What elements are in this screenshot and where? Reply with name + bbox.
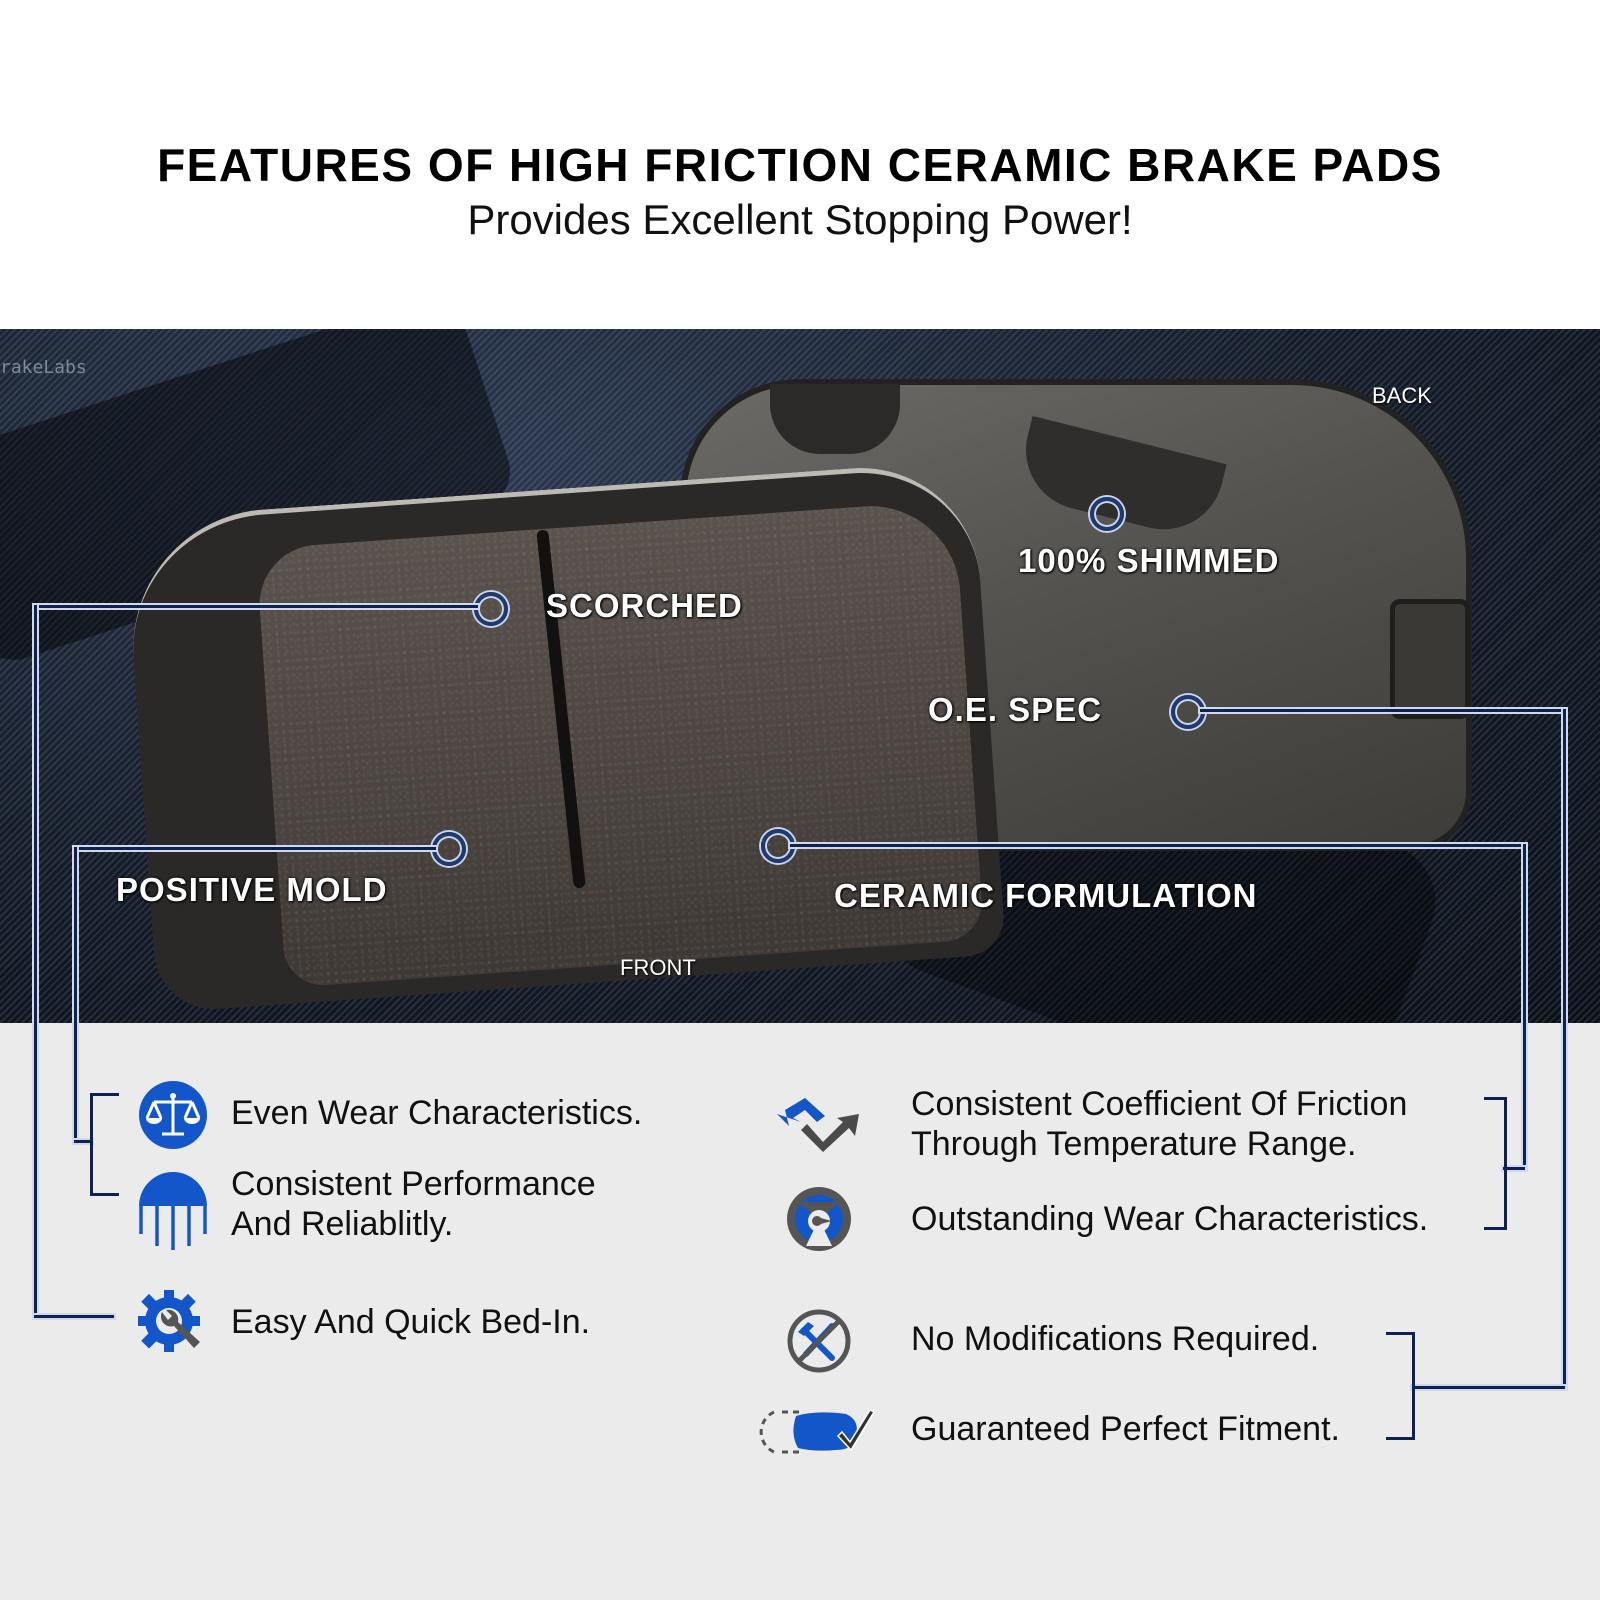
feature-consistent-performance: Consistent Performance And Reliablitly. bbox=[231, 1164, 596, 1244]
connector-line-oe-spec bbox=[1412, 1386, 1565, 1389]
connector-line-ceramic bbox=[1523, 844, 1526, 1170]
callout-oe-spec: O.E. SPEC bbox=[928, 691, 1103, 728]
shimmed-callout-node bbox=[1090, 497, 1124, 531]
callout-scorched: SCORCHED bbox=[546, 587, 743, 624]
oe-spec-callout-node bbox=[1171, 695, 1205, 729]
positive-mold-callout-node bbox=[432, 832, 466, 866]
feature-line: And Reliablitly. bbox=[231, 1205, 454, 1243]
connector-line-ceramic bbox=[1503, 1167, 1525, 1170]
connector-line-ceramic bbox=[790, 844, 1526, 847]
feature-even-wear: Even Wear Characteristics. bbox=[231, 1094, 643, 1132]
connector-line-positive-mold bbox=[74, 1140, 92, 1143]
brand-watermark: rakeLabs bbox=[0, 357, 87, 378]
feature-line: Consistent Coefficient Of Friction bbox=[911, 1085, 1408, 1123]
features-panel bbox=[0, 1023, 1600, 1600]
connector-line-oe-spec bbox=[1563, 709, 1566, 1389]
zigzag-arrows-icon bbox=[775, 1092, 865, 1152]
umbrella-shield-icon bbox=[138, 1172, 208, 1252]
connector-line-positive-mold bbox=[74, 847, 436, 850]
page-title: FEATURES OF HIGH FRICTION CERAMIC BRAKE … bbox=[157, 139, 1443, 191]
feature-outstanding-wear: Outstanding Wear Characteristics. bbox=[911, 1200, 1429, 1238]
scorched-callout-node bbox=[474, 592, 508, 626]
connector-line-positive-mold bbox=[74, 847, 77, 1142]
right-bracket-1 bbox=[1484, 1097, 1507, 1230]
fitment-check-icon bbox=[756, 1406, 884, 1456]
connector-line-scorched bbox=[34, 1315, 114, 1318]
no-tools-icon bbox=[786, 1308, 852, 1374]
back-label: BACK bbox=[1372, 383, 1432, 408]
left-bracket-1 bbox=[90, 1093, 119, 1196]
scales-icon bbox=[138, 1080, 208, 1150]
feature-line: Through Temperature Range. bbox=[911, 1125, 1357, 1163]
feature-guaranteed-fitment: Guaranteed Perfect Fitment. bbox=[911, 1410, 1340, 1448]
callout-shimmed: 100% SHIMMED bbox=[1018, 542, 1280, 579]
connector-line-scorched bbox=[34, 605, 37, 1318]
brake-pad-hero-image: rakeLabs BACK FRONT SCORCHED 100% SHIMME… bbox=[0, 329, 1600, 1023]
back-pad-tab bbox=[1390, 599, 1470, 719]
feature-consistent-coefficient: Consistent Coefficient Of Friction Throu… bbox=[911, 1084, 1407, 1164]
gear-wrench-icon bbox=[136, 1288, 206, 1358]
feature-easy-bed-in: Easy And Quick Bed-In. bbox=[231, 1303, 591, 1341]
feature-no-modifications: No Modifications Required. bbox=[911, 1320, 1320, 1358]
right-bracket-2 bbox=[1386, 1332, 1415, 1440]
connector-line-scorched bbox=[34, 605, 478, 608]
front-label: FRONT bbox=[620, 955, 696, 980]
page-subtitle: Provides Excellent Stopping Power! bbox=[467, 196, 1133, 243]
connector-line-oe-spec bbox=[1200, 709, 1566, 712]
back-pad-notch bbox=[770, 384, 900, 454]
speedometer-icon bbox=[786, 1186, 852, 1252]
feature-line: Consistent Performance bbox=[231, 1165, 596, 1203]
callout-positive-mold: POSITIVE MOLD bbox=[116, 871, 388, 908]
callout-ceramic-formulation: CERAMIC FORMULATION bbox=[834, 877, 1258, 914]
